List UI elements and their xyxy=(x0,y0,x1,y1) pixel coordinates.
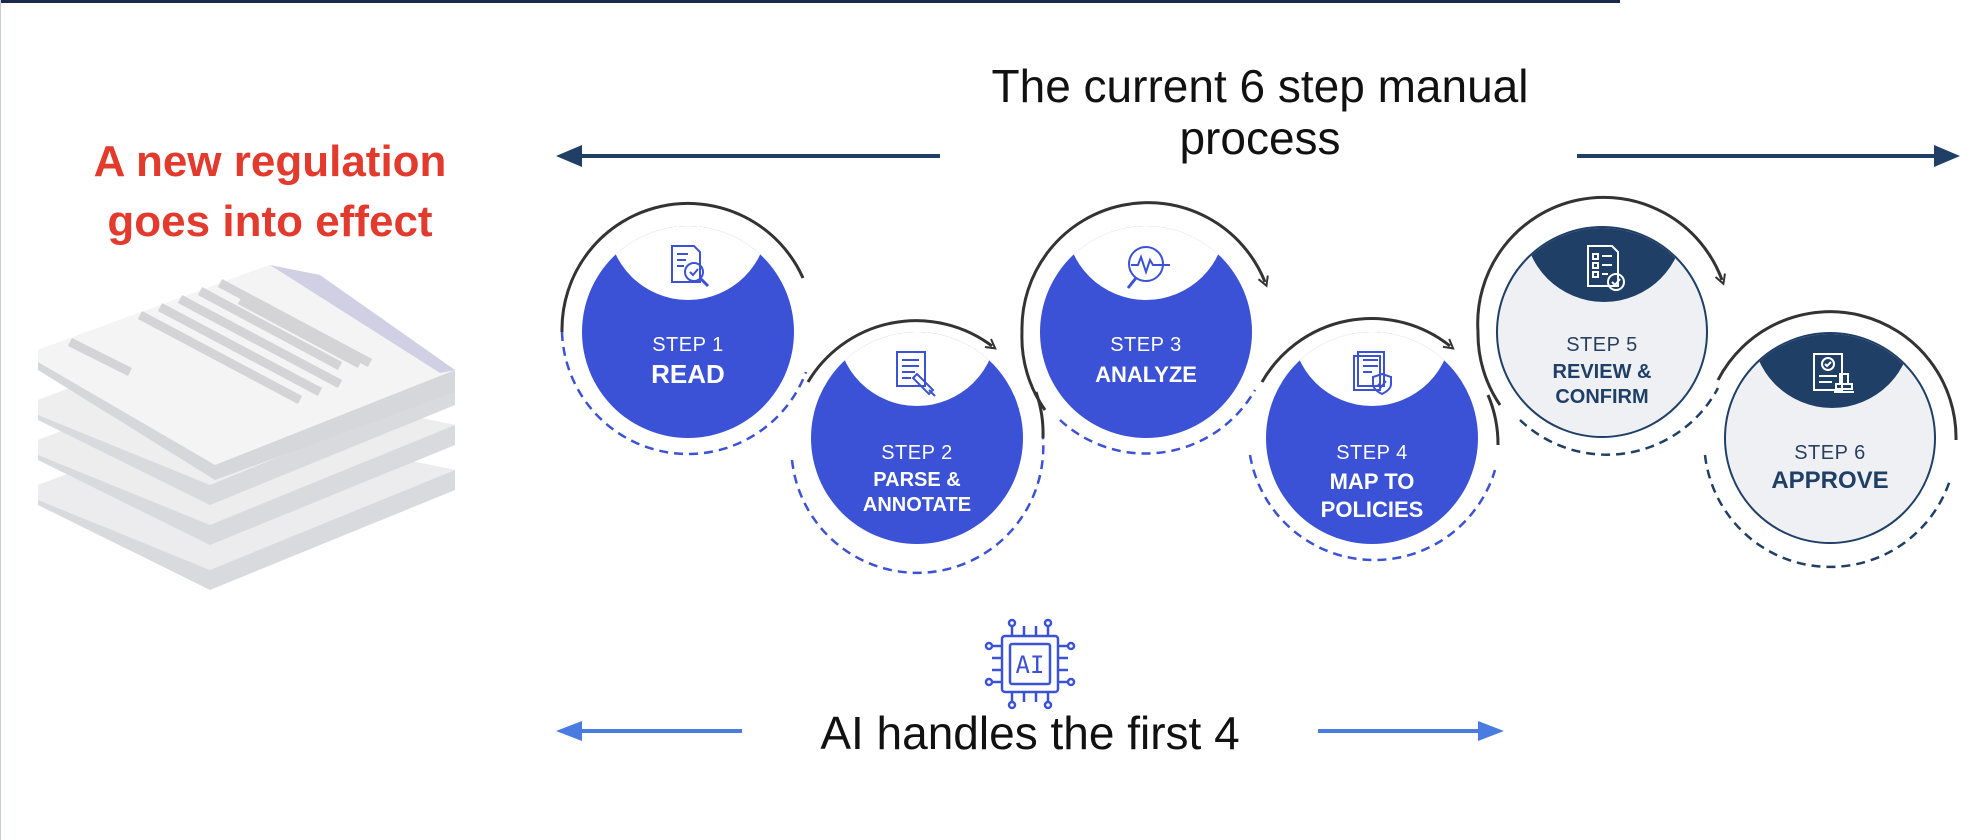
step-1-name: READ xyxy=(651,359,725,389)
step-6-top-arc xyxy=(1716,310,1958,441)
document-stamp-icon xyxy=(1813,353,1854,393)
paper-stack-illustration xyxy=(38,265,455,590)
step-6-circle: STEP 6 APPROVE xyxy=(1724,332,1936,544)
step-1-label: STEP 1 xyxy=(652,334,724,356)
step-2-label: STEP 2 xyxy=(881,442,953,464)
step-1-top-arc xyxy=(560,202,805,333)
step-1-circle: STEP 1 READ xyxy=(582,226,794,438)
step-3-top-arc xyxy=(1020,201,1265,333)
step-3-name: ANALYZE xyxy=(1095,362,1197,387)
checklist-icon xyxy=(1587,245,1625,291)
top-title-line-2: process xyxy=(1179,112,1341,164)
slide-border xyxy=(0,0,1,840)
top-title: The current 6 step manual process xyxy=(940,60,1580,164)
step-4-circle: STEP 4 MAP TO POLICIES xyxy=(1266,332,1478,544)
headline-line-2: goes into effect xyxy=(107,197,433,246)
top-right-arrow xyxy=(1577,145,1960,167)
step-4-top-arc xyxy=(1260,317,1450,383)
step-2-name-line-2: ANNOTATE xyxy=(862,494,972,516)
step-3-circle: STEP 3 ANALYZE xyxy=(1040,226,1252,438)
step-5-label: STEP 5 xyxy=(1566,334,1638,356)
step-1-dashed-ring xyxy=(560,331,808,456)
headline: A new regulation goes into effect xyxy=(40,132,500,252)
ai-chip-label: AI xyxy=(1016,651,1045,679)
document-pen-icon xyxy=(896,351,936,397)
step-6-dashed-ring xyxy=(1703,454,1952,569)
document-search-icon xyxy=(671,245,710,288)
step-4-right-arc xyxy=(1486,394,1500,446)
top-title-line-1: The current 6 step manual xyxy=(991,60,1529,112)
step-4-name-line-2: POLICIES xyxy=(1320,497,1424,522)
ai-chip-icon: AI xyxy=(984,618,1076,710)
step-3-dashed-ring xyxy=(1059,389,1257,455)
bottom-title: AI handles the first 4 xyxy=(820,707,1240,759)
step-5-name-line-2: CONFIRM xyxy=(1555,386,1649,408)
bottom-right-arrow xyxy=(1318,721,1504,741)
step-5-dashed-ring xyxy=(1519,387,1720,456)
step-5-circle: STEP 5 REVIEW & CONFIRM xyxy=(1496,226,1708,438)
top-left-arrow xyxy=(556,145,940,167)
headline-line-1: A new regulation xyxy=(93,137,447,186)
step-4-name: MAP TO POLICIES xyxy=(1266,468,1478,524)
bottom-left-arrow xyxy=(556,721,742,741)
step-2-circle: STEP 2 PARSE & ANNOTATE xyxy=(811,332,1023,544)
top-rule xyxy=(0,0,1620,3)
step-6-name: APPROVE xyxy=(1771,467,1889,494)
step-2-top-arc xyxy=(806,319,992,383)
step-3-left-arc xyxy=(1020,331,1047,411)
step-5-name-line-1: REVIEW & xyxy=(1552,361,1652,383)
step-2-dashed-ring xyxy=(790,437,1045,575)
documents-shield-icon xyxy=(1353,351,1392,396)
step-4-dashed-ring xyxy=(1248,454,1497,562)
magnifier-pulse-icon xyxy=(1126,246,1170,289)
step-4-name-line-1: MAP TO xyxy=(1329,469,1415,494)
step-5-name: REVIEW & CONFIRM xyxy=(1498,360,1706,410)
step-2-name-line-1: PARSE & xyxy=(873,469,961,491)
step-2-name: PARSE & ANNOTATE xyxy=(811,468,1023,518)
step-5-top-arc xyxy=(1476,195,1722,333)
step-4-label: STEP 4 xyxy=(1336,442,1408,464)
step-5-left-arc xyxy=(1476,331,1502,406)
step-3-label: STEP 3 xyxy=(1110,334,1182,356)
step-6-label: STEP 6 xyxy=(1794,442,1866,464)
